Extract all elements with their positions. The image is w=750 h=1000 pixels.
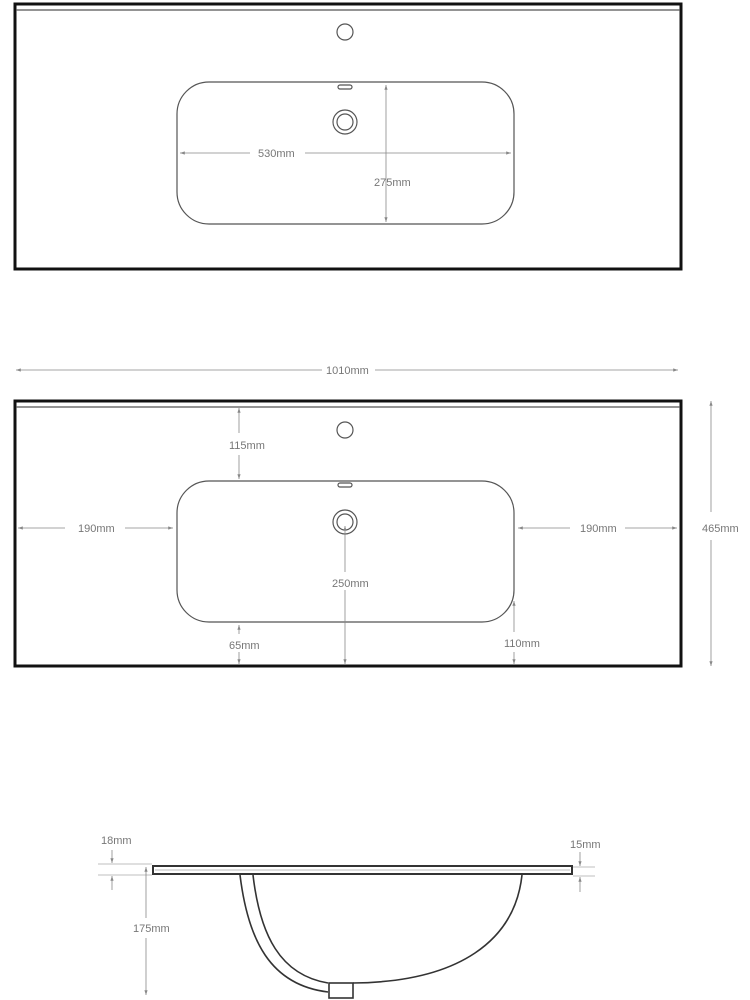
basin-width-label: 530mm (258, 148, 295, 160)
overall-depth-label: 465mm (702, 523, 739, 535)
basin-height-label: 175mm (133, 923, 170, 935)
basin-front-wall (352, 874, 523, 984)
overflow-slot (337, 482, 353, 488)
countertop-outline (13, 399, 683, 668)
basin-outline (176, 81, 515, 225)
tap-to-basin-label: 115mm (229, 440, 265, 452)
overflow-slot (337, 84, 353, 90)
left-margin-label: 190mm (78, 523, 115, 535)
tap-hole (336, 421, 354, 439)
front-thickness-label: 15mm (570, 839, 601, 851)
tap-hole (336, 23, 354, 41)
drain-to-front-label: 250mm (332, 578, 369, 590)
drain-inner (336, 113, 354, 131)
basin-outer-wall (239, 874, 329, 993)
corner-front-margin-label: 110mm (504, 638, 540, 650)
dimension-view: 1010mm 115mm 190mm 190mm 250mm 65mm 110m… (13, 365, 739, 668)
back-thickness-label: 18mm (101, 835, 132, 847)
drain-outer (332, 109, 358, 135)
top-view: 530mm 275mm (13, 2, 683, 271)
side-view: 18mm 175mm 15mm (98, 835, 601, 999)
countertop-profile (152, 865, 573, 875)
countertop-outline (13, 2, 683, 271)
basin-outline (176, 480, 515, 623)
basin-front-margin-label: 65mm (229, 640, 260, 652)
right-margin-label: 190mm (580, 523, 617, 535)
drain-outlet (328, 982, 354, 999)
basin-wall-inner (252, 874, 329, 984)
basin-depth-label: 275mm (374, 177, 411, 189)
overall-width-label: 1010mm (326, 365, 369, 377)
